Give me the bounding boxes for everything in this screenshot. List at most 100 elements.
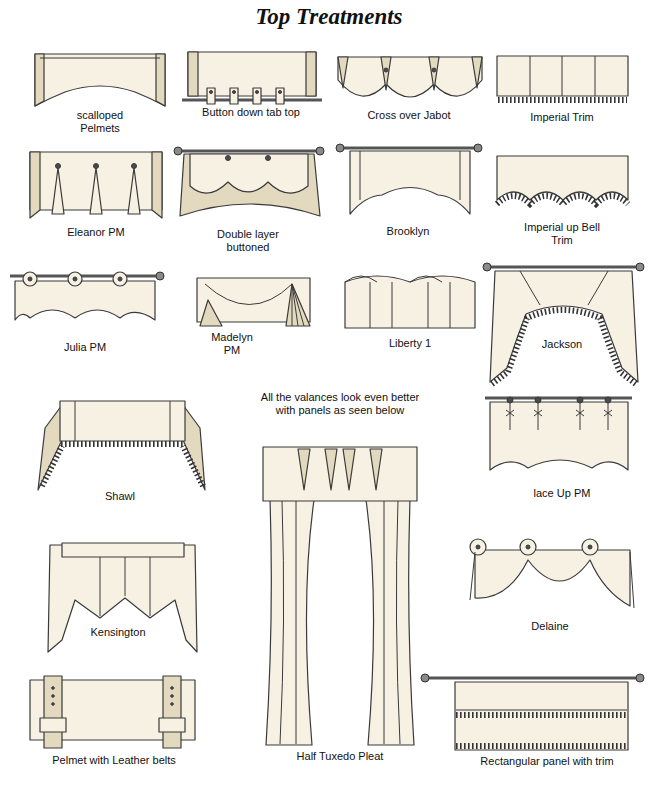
button-tab-valance-part bbox=[256, 91, 259, 94]
eleanor-valance-part bbox=[94, 164, 99, 169]
brooklyn-valance-part bbox=[336, 144, 344, 152]
delaine-valance bbox=[470, 539, 634, 608]
scalloped-pelmet-part bbox=[156, 54, 165, 106]
scalloped-pelmet bbox=[35, 54, 165, 106]
kensington-valance-part bbox=[100, 557, 150, 616]
jackson-valance-part bbox=[636, 263, 644, 271]
brooklyn-valance-part bbox=[360, 151, 460, 200]
shawl-valance-part bbox=[42, 446, 203, 486]
half-tuxedo-pleat-part bbox=[263, 447, 417, 501]
delaine-valance-part bbox=[475, 550, 630, 606]
button-tab-valance-part bbox=[306, 52, 316, 96]
cross-over-jabot-part bbox=[381, 57, 391, 90]
belted-pelmet-part bbox=[171, 695, 174, 698]
rectangular-panel-part bbox=[636, 674, 644, 682]
julia-valance-part bbox=[118, 277, 122, 281]
lace-up-valance-part bbox=[577, 397, 583, 403]
jackson-valance bbox=[483, 263, 644, 384]
imperial-trim-valance-part bbox=[498, 97, 627, 103]
delaine-valance-part bbox=[476, 545, 480, 549]
rectangular-panel-part bbox=[456, 743, 627, 749]
rectangular-panel-part bbox=[456, 712, 627, 718]
belted-pelmet-part bbox=[171, 687, 174, 690]
julia-valance-part bbox=[68, 272, 82, 286]
shawl-valance bbox=[38, 401, 205, 490]
liberty-valance-part bbox=[345, 276, 450, 328]
double-layer-valance-part bbox=[266, 156, 271, 161]
madelyn-valance-part bbox=[292, 284, 304, 326]
button-tab-valance bbox=[182, 52, 322, 104]
rectangular-panel-part bbox=[456, 710, 627, 711]
belted-pelmet-part bbox=[159, 718, 185, 732]
eleanor-valance-part bbox=[30, 152, 162, 218]
cross-over-jabot-part bbox=[472, 57, 482, 88]
kensington-valance-part bbox=[62, 543, 184, 557]
eleanor-valance-part bbox=[52, 168, 140, 214]
shawl-valance-part bbox=[60, 401, 185, 441]
delaine-valance-part bbox=[520, 539, 536, 555]
julia-valance-part bbox=[113, 272, 127, 286]
delaine-valance-part bbox=[588, 545, 592, 549]
belted-pelmet bbox=[30, 676, 195, 748]
madelyn-valance-part bbox=[200, 300, 222, 326]
button-tab-valance-part bbox=[188, 52, 198, 96]
double-layer-valance-part bbox=[174, 147, 182, 155]
note-text: All the valances look even better with p… bbox=[260, 391, 420, 417]
button-tab-valance-part bbox=[253, 88, 261, 104]
belted-pelmet-part bbox=[40, 718, 66, 732]
julia-valance-part bbox=[28, 277, 32, 281]
lace-up-valance-part bbox=[506, 402, 612, 430]
eleanor-valance-part bbox=[132, 164, 137, 169]
imperial-trim-valance-part bbox=[497, 56, 628, 96]
style-label: Pelmet with Leather belts bbox=[14, 754, 214, 767]
double-layer-valance bbox=[174, 147, 324, 216]
button-tab-valance-part bbox=[279, 91, 282, 94]
delaine-valance-part bbox=[526, 545, 530, 549]
double-layer-valance-part bbox=[178, 150, 320, 153]
scalloped-pelmet-part bbox=[35, 54, 165, 106]
style-label: Imperial up Bell Trim bbox=[512, 221, 612, 247]
cross-over-jabot-part bbox=[338, 57, 482, 97]
scalloped-pelmet-part bbox=[35, 54, 44, 106]
julia-valance-part bbox=[156, 272, 164, 280]
imperial-trim-valance-part bbox=[530, 56, 595, 96]
button-tab-valance-part bbox=[276, 88, 284, 104]
double-layer-valance-part bbox=[180, 154, 320, 216]
cross-over-jabot-part bbox=[429, 57, 439, 90]
julia-valance-part bbox=[15, 281, 155, 320]
liberty-valance bbox=[345, 276, 475, 328]
belted-pelmet-part bbox=[52, 695, 55, 698]
lace-up-valance-part bbox=[490, 402, 628, 470]
jackson-valance-part bbox=[487, 266, 640, 269]
brooklyn-valance-part bbox=[340, 147, 478, 150]
imperial-bell-valance bbox=[497, 156, 628, 204]
shawl-valance-part bbox=[61, 441, 184, 447]
button-tab-valance-part bbox=[230, 88, 238, 104]
cross-over-jabot bbox=[338, 57, 482, 97]
style-label: Liberty 1 bbox=[330, 337, 490, 350]
kensington-valance bbox=[48, 543, 197, 652]
jackson-valance-part bbox=[490, 271, 638, 382]
imperial-trim-valance bbox=[497, 56, 628, 100]
button-tab-valance-part bbox=[210, 91, 213, 94]
style-label: lace Up PM bbox=[482, 487, 642, 500]
julia-valance bbox=[10, 272, 164, 320]
lace-up-valance bbox=[485, 397, 632, 470]
madelyn-valance-part bbox=[286, 284, 310, 326]
scalloped-pelmet-part bbox=[40, 58, 160, 59]
style-label: scalloped Pelmets bbox=[65, 109, 135, 135]
button-tab-valance-part bbox=[207, 88, 215, 104]
style-label: Shawl bbox=[40, 490, 200, 503]
button-tab-valance-part bbox=[182, 99, 322, 102]
belted-pelmet-part bbox=[52, 703, 55, 706]
lace-up-valance-part bbox=[507, 397, 513, 403]
half-tuxedo-pleat-part bbox=[266, 500, 314, 745]
delaine-valance-part bbox=[470, 539, 486, 555]
style-label: Kensington bbox=[68, 626, 168, 639]
cross-over-jabot-part bbox=[338, 57, 348, 88]
cross-over-jabot-part bbox=[432, 68, 436, 72]
style-label: Button down tab top bbox=[201, 106, 301, 119]
eleanor-valance-part bbox=[56, 164, 61, 169]
liberty-valance-part bbox=[345, 276, 475, 328]
half-tuxedo-pleat bbox=[263, 447, 417, 745]
